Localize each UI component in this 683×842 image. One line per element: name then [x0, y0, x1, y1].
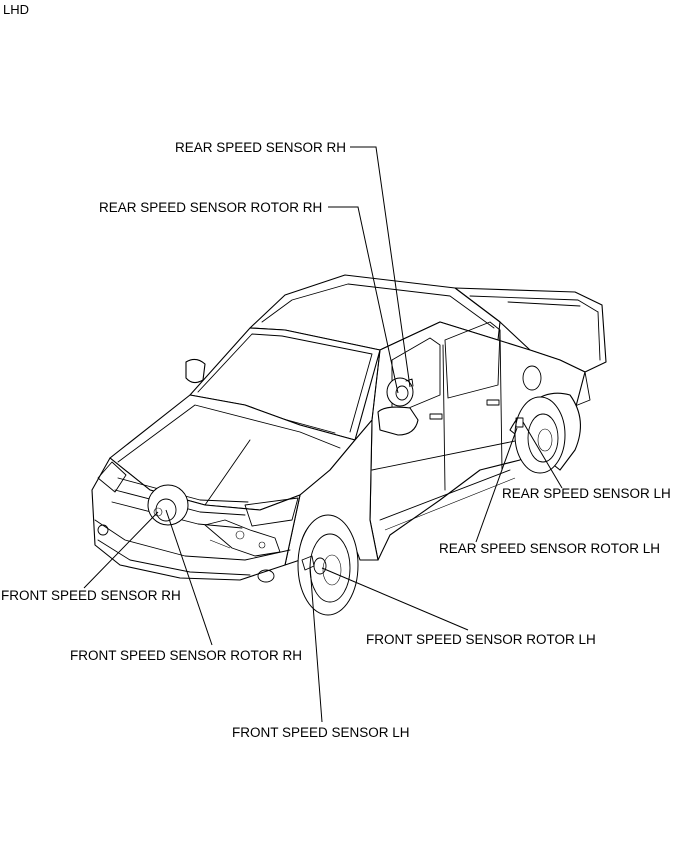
- leader-rear-speed-sensor-lh: [522, 421, 563, 489]
- leader-rear-speed-sensor-rotor-lh: [475, 427, 518, 543]
- leader-rear-speed-sensor-rotor-rh: [328, 206, 399, 394]
- pickup-truck-illustration: [91, 274, 607, 616]
- label-front-speed-sensor-rotor-rh: FRONT SPEED SENSOR ROTOR RH: [70, 648, 302, 663]
- label-front-speed-sensor-rh: FRONT SPEED SENSOR RH: [1, 588, 181, 603]
- label-front-speed-sensor-lh: FRONT SPEED SENSOR LH: [232, 725, 410, 740]
- corner-label: LHD: [3, 2, 29, 17]
- label-rear-speed-sensor-rotor-lh: REAR SPEED SENSOR ROTOR LH: [439, 541, 660, 556]
- leader-front-speed-sensor-rotor-rh: [165, 509, 213, 646]
- leader-lines: [83, 146, 563, 723]
- callout-labels: REAR SPEED SENSOR RH REAR SPEED SENSOR R…: [1, 140, 671, 740]
- leader-rear-speed-sensor-rh: [350, 146, 411, 388]
- leader-front-speed-sensor-lh: [309, 565, 323, 723]
- leader-front-speed-sensor-rh: [83, 511, 159, 589]
- label-front-speed-sensor-rotor-lh: FRONT SPEED SENSOR ROTOR LH: [366, 632, 596, 647]
- leader-front-speed-sensor-rotor-lh: [321, 567, 469, 631]
- label-rear-speed-sensor-rh: REAR SPEED SENSOR RH: [175, 140, 346, 155]
- label-rear-speed-sensor-lh: REAR SPEED SENSOR LH: [502, 486, 671, 501]
- label-rear-speed-sensor-rotor-rh: REAR SPEED SENSOR ROTOR RH: [99, 200, 322, 215]
